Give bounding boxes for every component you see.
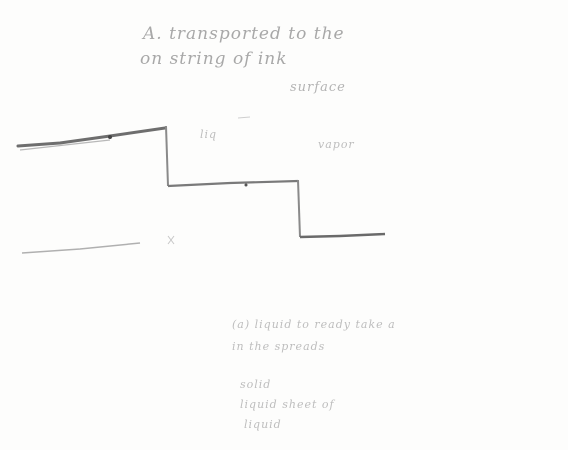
scribble-mark xyxy=(238,117,250,118)
lower-line-4: liquid sheet of xyxy=(240,398,335,411)
lower-line-5: liquid xyxy=(244,418,282,431)
upper-step-line xyxy=(18,128,165,146)
first-drop-line xyxy=(166,126,168,186)
middle-step-line xyxy=(168,181,298,186)
lower-line-3: solid xyxy=(240,378,271,391)
baseline-mark xyxy=(168,236,174,244)
header-line-2: on string of ink xyxy=(140,49,288,69)
upper-step-dot xyxy=(108,135,112,139)
marker-left-label: liq xyxy=(200,128,217,141)
second-drop-line xyxy=(298,180,300,237)
marker-right-label: vapor xyxy=(318,138,355,151)
middle-step-dot xyxy=(245,184,248,187)
lower-line-2: in the spreads xyxy=(232,340,325,353)
lower-line-1: (a) liquid to ready take a xyxy=(232,318,396,331)
lower-step-line xyxy=(300,234,385,237)
baseline-line xyxy=(22,243,140,253)
header-line-1: A. transported to the xyxy=(143,24,345,44)
header-line-3: surface xyxy=(290,80,346,95)
